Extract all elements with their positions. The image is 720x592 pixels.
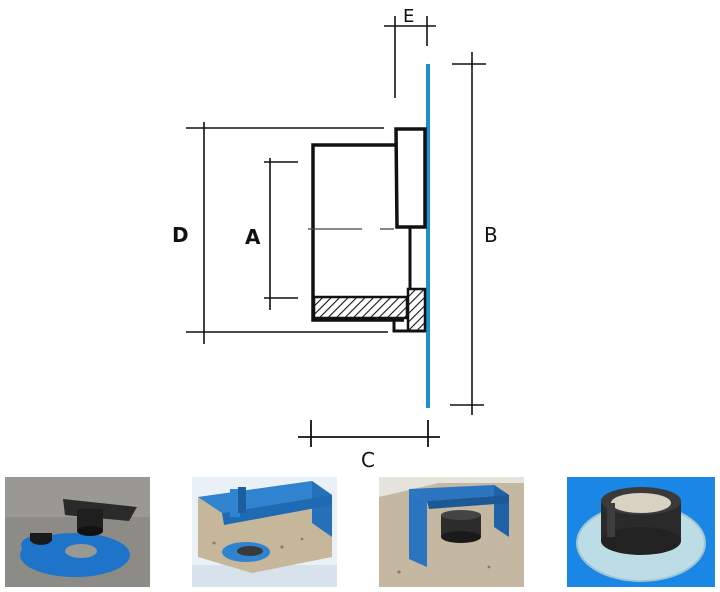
label-c: C	[361, 448, 375, 470]
sleeve-body	[311, 127, 427, 333]
dimension-d	[186, 122, 388, 344]
dimension-e	[384, 16, 436, 98]
dimension-a	[264, 158, 298, 310]
photo-cutaway-model-edge	[192, 477, 337, 587]
label-e: E	[403, 6, 414, 27]
dimension-b	[450, 52, 486, 415]
photo-flange-on-floor	[5, 477, 150, 587]
photo-cutaway-model-corner	[379, 477, 524, 587]
dimension-c	[298, 420, 440, 447]
technical-drawing: D A B C E	[172, 6, 498, 470]
label-a: A	[245, 225, 261, 249]
hatched-flange	[406, 287, 427, 333]
label-d: D	[172, 223, 189, 247]
label-b: B	[484, 223, 498, 247]
hatched-base	[312, 295, 409, 320]
photo-black-sleeve-flange	[567, 477, 715, 587]
